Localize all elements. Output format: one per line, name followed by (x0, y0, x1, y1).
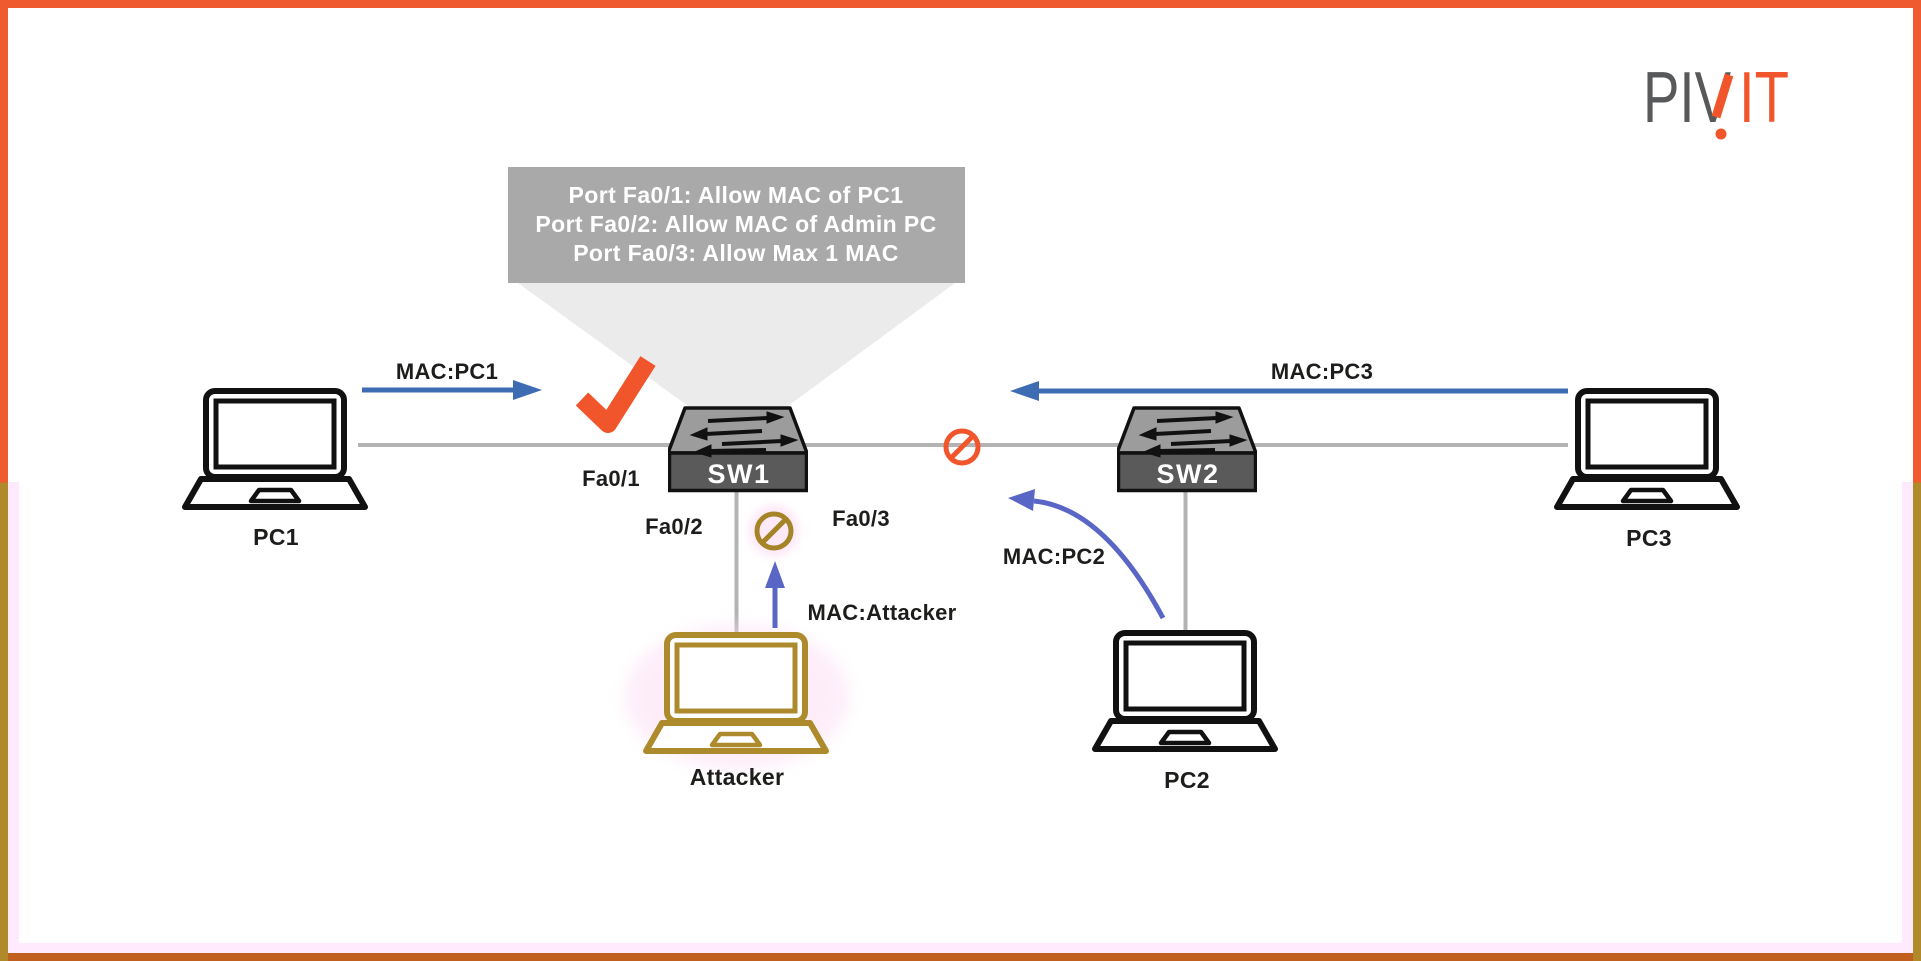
border-bottom (8, 953, 1913, 961)
laptop-icon (646, 635, 826, 751)
pc2-label: PC2 (1164, 767, 1210, 793)
inner-glow-right (1902, 482, 1913, 953)
mac-attacker-label: MAC:Attacker (807, 600, 956, 625)
sw1-label: SW1 (707, 459, 770, 489)
mac-pc2-arrow (1008, 489, 1166, 620)
logo-text-orange: IT (1739, 58, 1789, 138)
inner-glow-bottom (8, 943, 1913, 953)
network-links (358, 443, 1568, 636)
port-fa03-label: Fa0/3 (832, 506, 890, 531)
sw2-label: SW2 (1156, 459, 1219, 489)
blocked-fa02-icon (754, 511, 794, 551)
border-top (0, 0, 1921, 8)
logo-exclamation-slash (1711, 73, 1734, 119)
border-right (1913, 0, 1921, 961)
pivit-logo: PIV IT (1643, 58, 1789, 140)
port-fa02-label: Fa0/2 (645, 514, 703, 539)
blocked-link-icon (943, 428, 981, 466)
logo-text-gray: PIV (1643, 58, 1731, 138)
attacker-device: Attacker (646, 635, 826, 790)
laptop-icon (1095, 633, 1275, 749)
arrow-head (513, 380, 542, 400)
arrow-line (1033, 498, 1166, 620)
inner-glow-left (8, 482, 19, 953)
port-security-callout: Port Fa0/1: Allow MAC of PC1 Port Fa0/2:… (508, 167, 965, 283)
laptop-icon (185, 391, 365, 507)
callout-line-3: Port Fa0/3: Allow Max 1 MAC (573, 240, 899, 266)
pc1-device: PC1 (185, 391, 365, 550)
port-fa01-label: Fa0/1 (582, 466, 640, 491)
laptop-icon (1557, 391, 1737, 507)
attacker-label: Attacker (690, 764, 784, 790)
mac-pc2-label: MAC:PC2 (1003, 544, 1105, 569)
sw2-device: SW2 (1117, 406, 1257, 493)
mac-attacker-arrow (765, 561, 785, 628)
pc3-label: PC3 (1626, 525, 1672, 551)
border-left (0, 0, 8, 961)
mac-pc1-arrow (362, 380, 542, 400)
logo-exclamation-dot (1715, 128, 1727, 140)
callout-box (508, 167, 965, 283)
mac-pc1-label: MAC:PC1 (396, 359, 498, 384)
arrow-head (765, 561, 785, 588)
mac-pc3-label: MAC:PC3 (1271, 359, 1373, 384)
arrow-head (1008, 489, 1035, 511)
callout-line-2: Port Fa0/2: Allow MAC of Admin PC (535, 211, 936, 237)
pc2-device: PC2 (1095, 633, 1275, 793)
sw1-device: SW1 (668, 406, 808, 493)
callout-line-1: Port Fa0/1: Allow MAC of PC1 (569, 182, 904, 208)
mac-pc3-arrow (1010, 381, 1568, 401)
callout-pointer (518, 283, 955, 406)
pc1-label: PC1 (253, 524, 299, 550)
arrow-head (1010, 381, 1039, 401)
frame-inner-glow (8, 482, 1913, 953)
checkmark-icon (575, 356, 656, 433)
pc3-device: PC3 (1557, 391, 1737, 551)
